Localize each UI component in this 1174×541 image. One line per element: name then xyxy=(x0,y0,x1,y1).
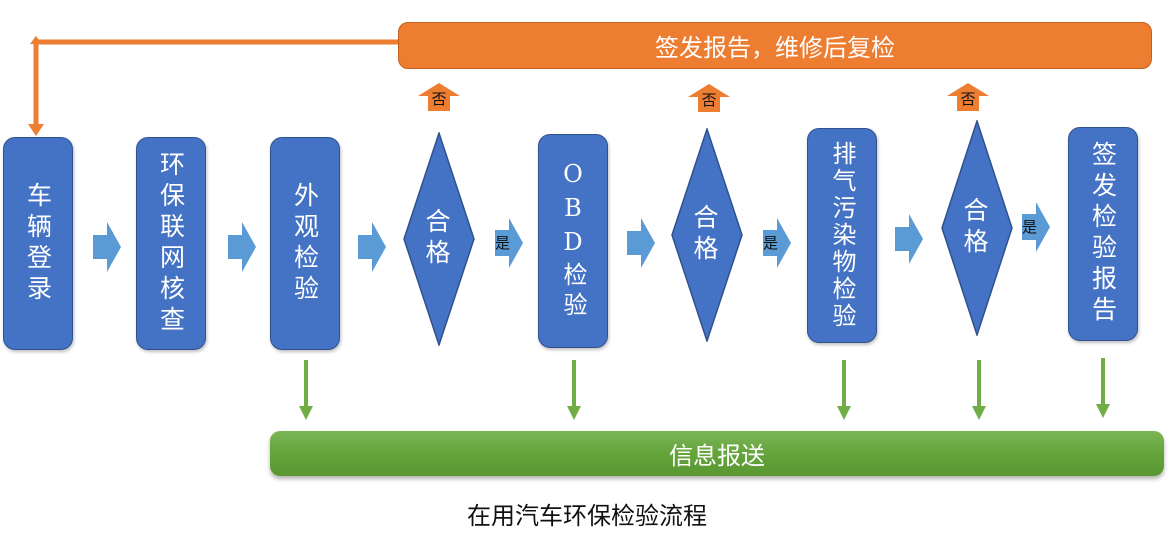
yes-arrow: 是 xyxy=(763,218,793,268)
no-arrow: 否 xyxy=(418,83,460,111)
flow-arrow xyxy=(228,222,258,272)
right-arrow-icon xyxy=(627,218,655,268)
yes-label: 是 xyxy=(1022,218,1038,236)
right-arrow-icon xyxy=(1022,202,1050,252)
down-arrow-icon xyxy=(837,360,851,420)
decision-emission-pass[interactable]: 合格 xyxy=(941,120,1013,336)
down-arrow-icon xyxy=(567,360,581,420)
no-label: 否 xyxy=(431,90,447,108)
yes-arrow: 是 xyxy=(495,218,525,268)
right-arrow-icon xyxy=(763,218,791,268)
decision-visual-pass[interactable]: 合格 xyxy=(403,132,475,346)
yes-arrow: 是 xyxy=(1022,202,1052,252)
step-emission-inspection[interactable]: 排气污染物检验 xyxy=(807,128,877,343)
no-label: 否 xyxy=(960,90,976,108)
step-label: 排气污染物检验 xyxy=(828,141,856,330)
up-arrow-icon xyxy=(947,83,989,111)
step-label: 外观检验 xyxy=(290,181,320,306)
yes-label: 是 xyxy=(495,234,511,252)
step-obd-inspection[interactable]: OBD检验 xyxy=(538,134,608,348)
no-arrow: 否 xyxy=(947,83,989,111)
diamond-shape xyxy=(941,120,1013,336)
step-visual-inspection[interactable]: 外观检验 xyxy=(270,137,340,350)
decision-label: 合格 xyxy=(422,208,451,270)
diagram-title: 在用汽车环保检验流程 xyxy=(467,502,707,530)
right-arrow-icon xyxy=(228,222,256,272)
step-network-check[interactable]: 环保联网核查 xyxy=(136,137,206,350)
flow-arrow xyxy=(627,218,657,268)
step-label: 车辆登录 xyxy=(23,181,53,306)
flow-arrow xyxy=(93,222,123,272)
step-issue-report[interactable]: 签发检验报告 xyxy=(1068,127,1138,341)
right-arrow-icon xyxy=(358,222,386,272)
diamond-shape xyxy=(403,132,475,346)
step-vehicle-registration[interactable]: 车辆登录 xyxy=(3,137,73,350)
fail-banner: 签发报告，维修后复检 xyxy=(398,22,1152,69)
info-banner-label: 信息报送 xyxy=(669,442,765,470)
no-arrow: 否 xyxy=(688,84,730,112)
down-arrow-icon xyxy=(972,360,986,420)
decision-label: 合格 xyxy=(960,197,989,259)
decision-obd-pass[interactable]: 合格 xyxy=(671,128,743,342)
right-arrow-icon xyxy=(895,214,923,264)
flow-arrow xyxy=(895,214,925,264)
step-label: 签发检验报告 xyxy=(1088,141,1118,327)
fail-banner-label: 签发报告，维修后复检 xyxy=(655,34,895,62)
diamond-shape xyxy=(671,128,743,342)
decision-label: 合格 xyxy=(690,204,719,266)
up-arrow-icon xyxy=(688,84,730,112)
step-label: OBD检验 xyxy=(559,160,587,322)
step-label: 环保联网核查 xyxy=(156,150,186,337)
down-arrow-icon xyxy=(299,360,313,420)
down-arrow-icon xyxy=(1096,358,1110,418)
no-label: 否 xyxy=(701,91,717,109)
yes-label: 是 xyxy=(763,234,779,252)
flow-arrow xyxy=(358,222,388,272)
info-report-banner: 信息报送 xyxy=(270,431,1164,476)
right-arrow-icon xyxy=(93,222,121,272)
right-arrow-icon xyxy=(495,218,523,268)
return-path-arrow xyxy=(28,36,400,136)
up-arrow-icon xyxy=(418,83,460,111)
